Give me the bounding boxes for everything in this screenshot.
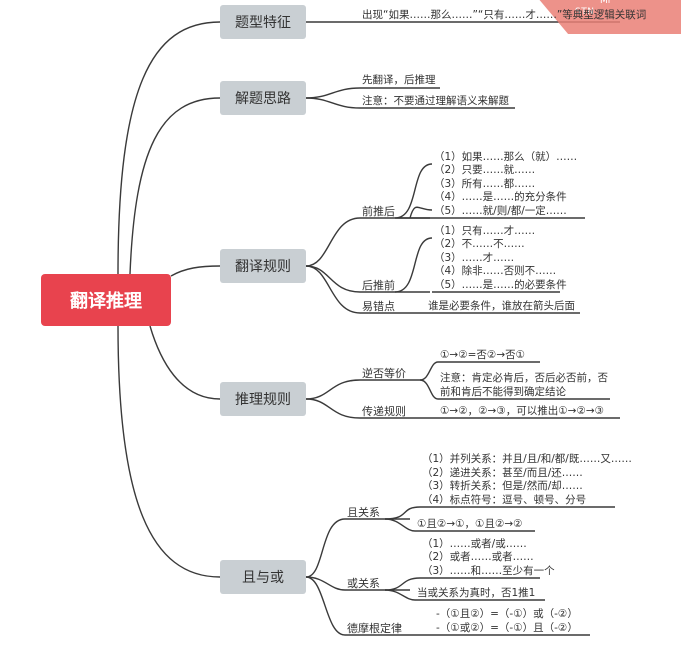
connector-root-b1 (117, 21, 221, 275)
root-node[interactable]: 翻译推理 (41, 274, 171, 326)
bracket-b5-sub1-items (384, 506, 421, 520)
watermark-text: STN (575, 7, 595, 17)
list-item: （2）不……不…… (434, 238, 525, 250)
branch-node-translation-rules[interactable]: 翻译规则 (220, 249, 306, 283)
de-morgan-line1: -（①且②）=（-①）或（-②） (436, 608, 578, 620)
connector-b5-sub1 (305, 518, 346, 578)
bracket-b5-sub2-rule (384, 589, 416, 601)
bracket-b4-sub1-b (419, 379, 439, 400)
leaf-approach-2[interactable]: 注意：不要通过理解语义来解题 (362, 95, 509, 107)
branch-node-features[interactable]: 题型特征 (220, 5, 306, 39)
pitfall-text: 谁是必要条件，谁放在箭头后面 (428, 300, 575, 312)
sub-forward[interactable]: 前推后 (362, 205, 395, 218)
branch-node-approach[interactable]: 解题思路 (220, 81, 306, 115)
bracket-b5-sub1-rule (384, 518, 416, 532)
bracket-b5-sub2-items (384, 577, 421, 591)
connector-b4-sub2 (305, 398, 361, 419)
contrapositive-note-line2: 前和肯后不能得到确定结论 (440, 386, 566, 398)
sub-de-morgan[interactable]: 德摩根定律 (347, 622, 402, 635)
watermark-text: Mi (600, 0, 611, 6)
list-item: （4）除非……否则不…… (434, 265, 557, 277)
sub-contrapositive[interactable]: 逆否等价 (362, 367, 406, 380)
transitive-rule: ①→②，②→③，可以推出①→②→③ (440, 405, 605, 417)
list-item: （1）……或者/或…… (422, 538, 527, 550)
connector-b3-sub3 (305, 265, 361, 314)
list-item: （2）递进关系：甚至/而且/还…… (422, 467, 583, 479)
list-item: （3）所有……都…… (434, 178, 536, 190)
branch-node-inference-rules[interactable]: 推理规则 (220, 382, 306, 416)
and-rule: ①且②→①，①且②→② (417, 518, 523, 530)
or-rule: 当或关系为真时，否1推1 (417, 587, 536, 599)
bracket-b3-sub2 (394, 237, 433, 293)
connector-b3-sub2 (305, 265, 361, 293)
connector-b3-sub1 (305, 217, 361, 267)
leaf-features[interactable]: 出现“如果……那么……”“只有……才……”等典型逻辑关联词 (362, 9, 647, 21)
list-item: （2）或者……或者…… (422, 551, 534, 563)
connector-root-b2 (129, 97, 221, 275)
sub-pitfall[interactable]: 易错点 (362, 300, 395, 313)
contrapositive-note-line1: 注意：肯定必肯后，否后必否前，否 (440, 372, 608, 384)
list-item: （5）……就/则/都/一定…… (434, 205, 567, 217)
list-item: （1）如果……那么（就）…… (434, 151, 578, 163)
list-item: （3）转折关系：但是/然而/却…… (422, 480, 583, 492)
list-item: （1）并列关系：并且/且/和/都/既……又…… (422, 453, 632, 465)
bracket-b3-sub1 (394, 163, 433, 219)
list-item: （1）只有……才…… (434, 225, 536, 237)
connector-b2-leaf1 (305, 87, 361, 99)
connector-b2-leaf2 (305, 97, 361, 109)
connector-b5-sub3 (305, 576, 346, 636)
sub-transitive[interactable]: 传递规则 (362, 405, 406, 418)
list-item: （2）只要……就…… (434, 164, 536, 176)
list-item: （3）……和……至少有一个 (422, 565, 555, 577)
branch-node-and-or[interactable]: 且与或 (220, 560, 306, 594)
bracket-b4-sub1-a (419, 361, 439, 381)
connector-root-b4 (149, 325, 221, 400)
sub-and-relation[interactable]: 且关系 (347, 506, 380, 519)
list-item: （4）标点符号：逗号、顿号、分号 (422, 494, 587, 506)
sub-or-relation[interactable]: 或关系 (347, 577, 380, 590)
connector-b4-sub1 (305, 379, 361, 400)
leaf-approach-1[interactable]: 先翻译，后推理 (362, 74, 436, 86)
de-morgan-line2: -（①或②）=（-①）且（-②） (436, 622, 578, 634)
list-item: （5）……是……的必要条件 (434, 279, 567, 291)
contrapositive-rule: ①→②=否②→否① (440, 349, 526, 361)
sub-backward[interactable]: 后推前 (362, 279, 395, 292)
connector-root-b5 (117, 325, 221, 578)
connector-root-b3 (170, 265, 221, 277)
list-item: （4）……是……的充分条件 (434, 191, 567, 203)
list-item: （3）……才…… (434, 252, 515, 264)
